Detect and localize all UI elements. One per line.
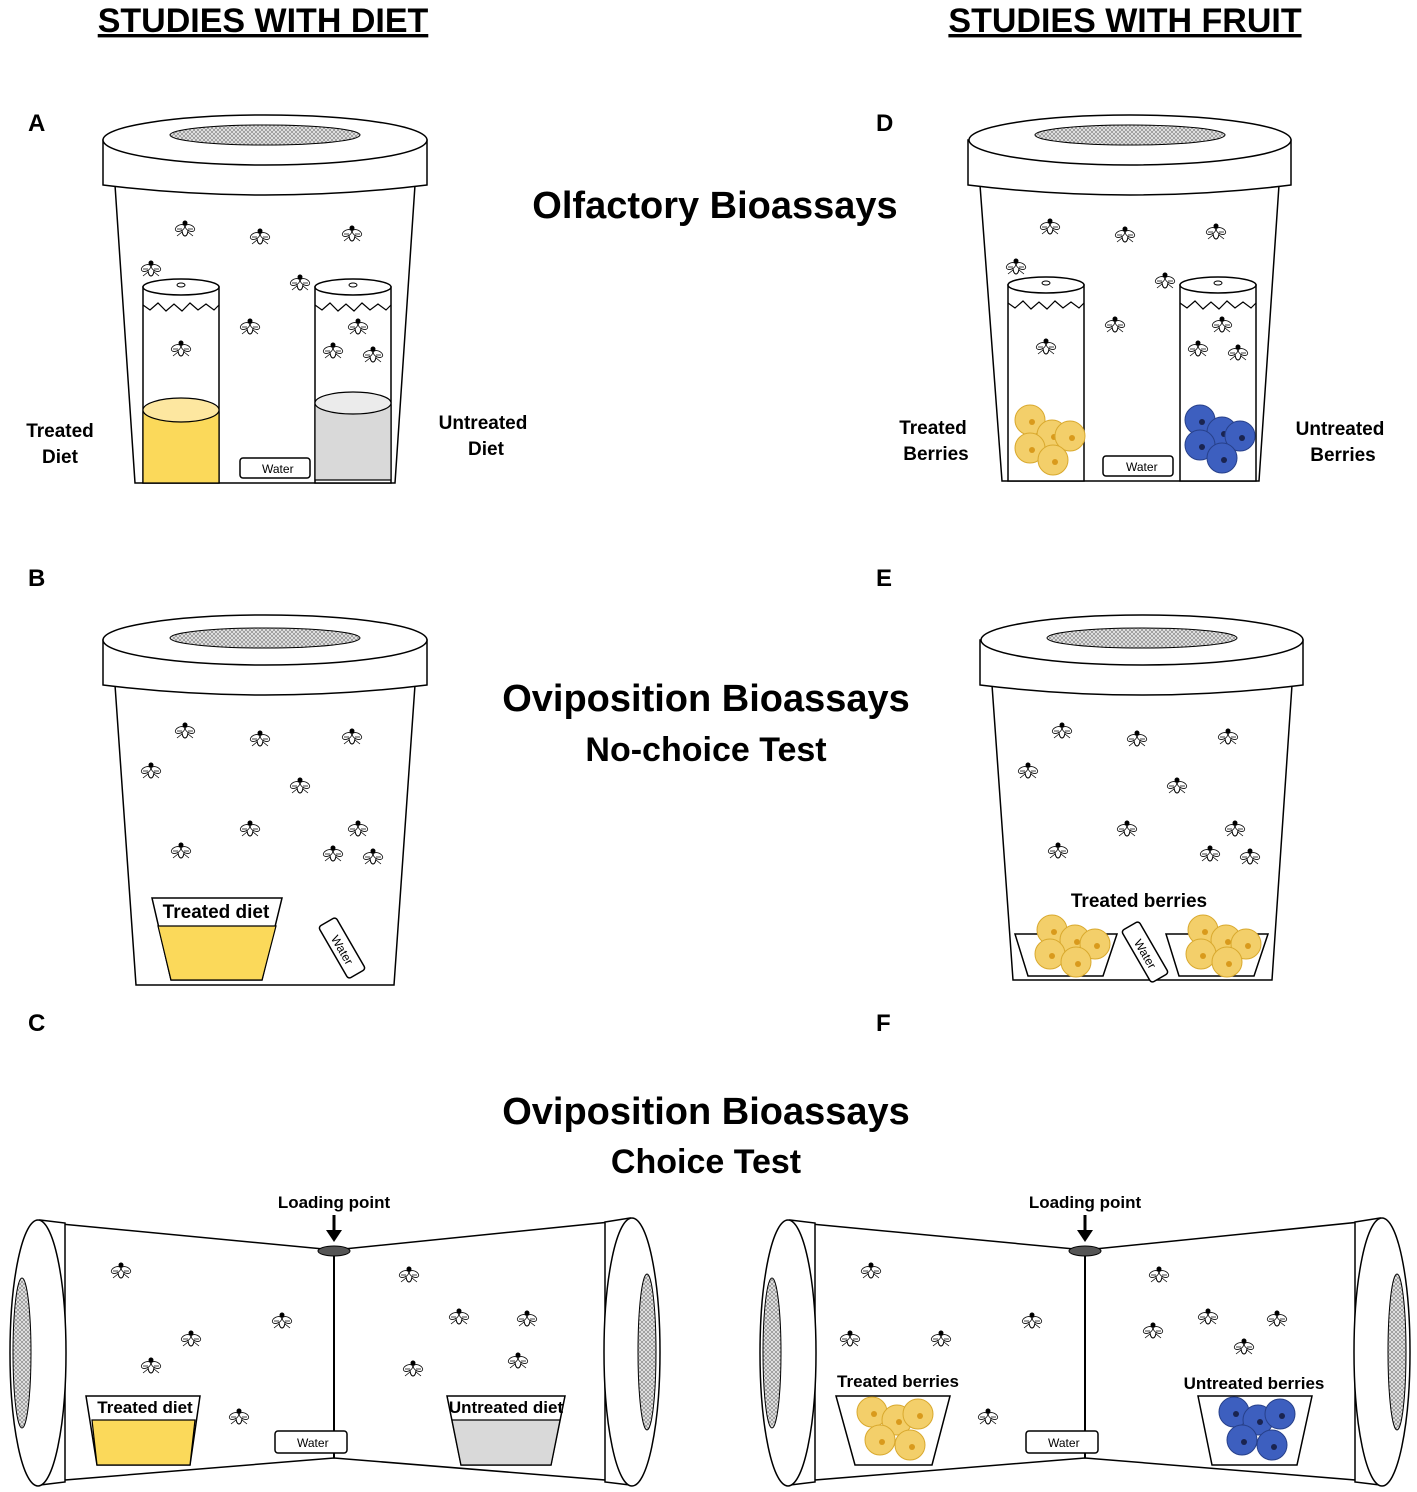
mesh-lid-e [1046,627,1238,649]
treated-diet-label-a-line1: Treated [26,421,94,442]
section-oviposition-choice: Oviposition Bioassays [502,1091,910,1133]
section-olfactory: Olfactory Bioassays [532,185,897,227]
untreated-berries-label-d-line1: Untreated [1296,419,1385,440]
panel-letter-c: C [28,1010,45,1037]
water-tube-d [1102,455,1174,477]
loading-point-label-c: Loading point [278,1193,391,1212]
panel-letter-b: B [28,565,45,592]
treated-berries-label-d-line1: Treated [899,418,967,439]
panel-e-cage: Water [979,614,1304,983]
panel-letter-e: E [876,565,892,592]
water-tube-c [274,1430,348,1454]
loading-point-hole-c [317,1245,351,1257]
panel-b-cage: Water [102,614,428,986]
untreated-berries-label-f: Untreated berries [1184,1374,1325,1393]
water-label-f: Water [1048,1436,1080,1450]
untreated-diet-label-c: Untreated diet [449,1398,564,1417]
treated-berries-label-e: Treated berries [1071,891,1207,912]
treated-diet-label-b: Treated diet [163,902,270,923]
water-tube-f [1025,1430,1099,1454]
water-label-d: Water [1126,460,1158,474]
section-oviposition-nochoice: Oviposition Bioassays [502,678,910,720]
untreated-diet-fill-c [451,1419,561,1466]
left-column-title: STUDIES WITH DIET [98,2,429,40]
untreated-diet-label-a-line1: Untreated [439,413,528,434]
panel-letter-f: F [876,1010,891,1037]
treated-berries-label-d-line2: Berries [903,444,969,465]
untreated-diet-label-a-line2: Diet [468,439,505,460]
panel-letter-d: D [876,110,893,137]
panel-f-tunnel: Water [759,1215,1411,1487]
treated-diet-label-a-line2: Diet [42,447,79,468]
mesh-lid-d [1034,124,1226,146]
treated-diet-fill-b [157,925,277,981]
untreated-berries-label-d-line2: Berries [1310,445,1376,466]
mesh-lid-a [169,124,361,146]
loading-point-label-f: Loading point [1029,1193,1142,1212]
water-label-c: Water [297,1436,329,1450]
water-label-a: Water [262,462,294,476]
treated-diet-fill-a [142,411,220,484]
water-tube-a [239,457,311,479]
mesh-end-c-right [637,1273,657,1431]
treated-diet-fill-c [91,1419,196,1466]
untreated-diet-fill-a [314,404,392,481]
mesh-end-f-left [762,1277,782,1429]
section-nochoice-test: No-choice Test [585,731,826,769]
panel-letter-a: A [28,110,45,137]
mesh-lid-b [169,627,361,649]
panel-d-cage: Water [967,114,1292,482]
panel-a-cage: Water [102,114,428,484]
mesh-end-f-right [1387,1273,1407,1431]
treated-diet-label-c: Treated diet [97,1398,193,1417]
right-column-title: STUDIES WITH FRUIT [948,2,1301,40]
loading-point-hole-f [1068,1245,1102,1257]
mesh-end-c-left [12,1277,32,1429]
panel-c-tunnel: Water [9,1215,661,1487]
section-choice-test: Choice Test [611,1143,801,1181]
treated-berries-label-f: Treated berries [837,1372,959,1391]
